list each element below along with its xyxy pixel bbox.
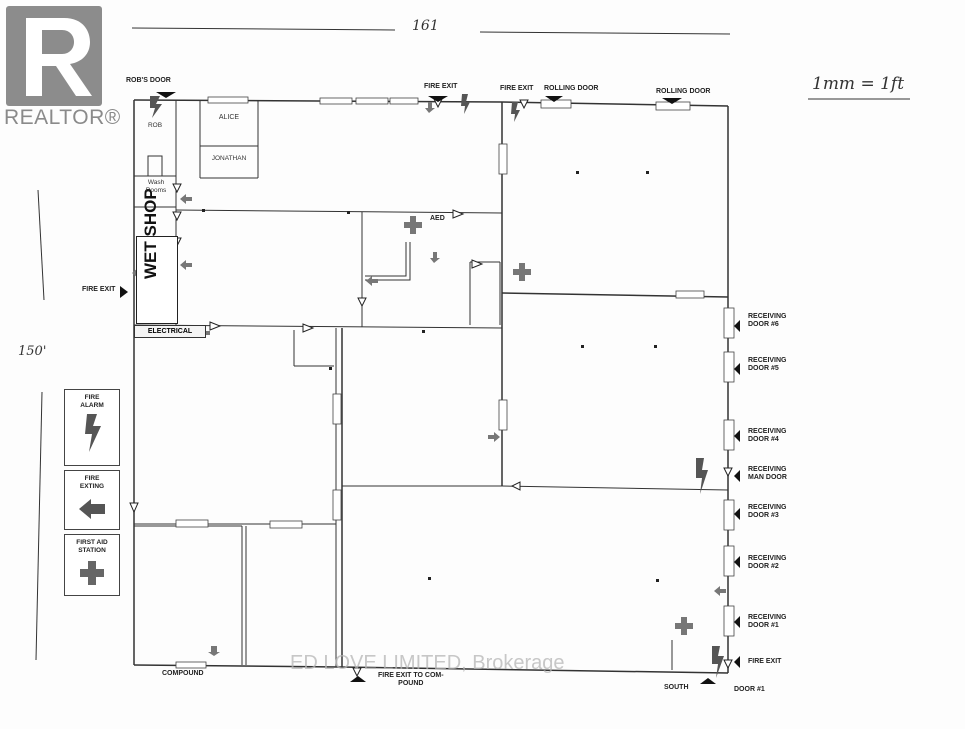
room-alice: ALICE: [218, 114, 240, 121]
legend-first-aid-label: FIRST AID STATION: [76, 539, 108, 554]
room-washrooms: Wash Rooms: [145, 179, 167, 194]
realtor-text: REALTOR®: [4, 106, 121, 129]
legend-fire-exting-label: FIRE EXTING: [79, 475, 105, 490]
legend-fire-alarm-label: FIRE ALARM: [80, 394, 104, 409]
legend-fire-alarm: FIRE ALARM: [64, 389, 120, 466]
legend-first-aid: FIRST AID STATION: [64, 534, 120, 596]
label-receiving-door-4: RECEIVING DOOR #4: [748, 428, 787, 443]
label-receiving-door-3: RECEIVING DOOR #3: [748, 504, 787, 519]
label-door-1: DOOR #1: [734, 686, 765, 693]
left-dimension: 150': [18, 344, 47, 359]
label-fire-exit-left: FIRE EXIT: [82, 286, 116, 293]
label-receiving-man-door: RECEIVING MAN DOOR: [748, 466, 787, 481]
legend-fire-extinguisher: FIRE EXTING: [64, 470, 120, 530]
label-compound: COMPOUND: [162, 670, 204, 677]
label-receiving-door-6: RECEIVING DOOR #6: [748, 313, 787, 328]
lightning-icon: [85, 414, 101, 452]
room-rob: ROB: [147, 122, 163, 129]
label-rolling-door-1: ROLLING DOOR: [544, 85, 599, 92]
label-south: SOUTH: [664, 684, 689, 691]
label-fire-exit-right: FIRE EXIT: [748, 658, 782, 665]
brokerage-watermark: ED LOVE LIMITED, Brokerage: [290, 652, 565, 674]
realtor-r-icon: [26, 18, 92, 96]
label-robs-door: ROB'S DOOR: [126, 77, 171, 84]
label-receiving-door-5: RECEIVING DOOR #5: [748, 357, 787, 372]
label-fire-exit-top-2: FIRE EXIT: [500, 85, 534, 92]
wet-shop-room: WET SHOP: [136, 188, 178, 324]
scale-note: 1mm = 1ft: [812, 74, 905, 94]
label-rolling-door-2: ROLLING DOOR: [656, 88, 711, 95]
label-fire-exit-top-1: FIRE EXIT: [424, 83, 458, 90]
label-aed: AED: [430, 215, 445, 222]
label-fire-exit-compound: FIRE EXIT TO COM- POUND: [378, 672, 444, 687]
top-dimension: 161: [412, 18, 439, 34]
cross-icon: [80, 561, 104, 585]
wet-shop-label: WET SHOP: [141, 188, 160, 279]
realtor-logo: [6, 6, 102, 106]
label-receiving-door-2: RECEIVING DOOR #2: [748, 555, 787, 570]
arrow-left-icon: [79, 499, 105, 519]
electrical-room-label: ELECTRICAL: [134, 325, 206, 338]
room-jonathan: JONATHAN: [211, 155, 247, 162]
label-receiving-door-1: RECEIVING DOOR #1: [748, 614, 787, 629]
